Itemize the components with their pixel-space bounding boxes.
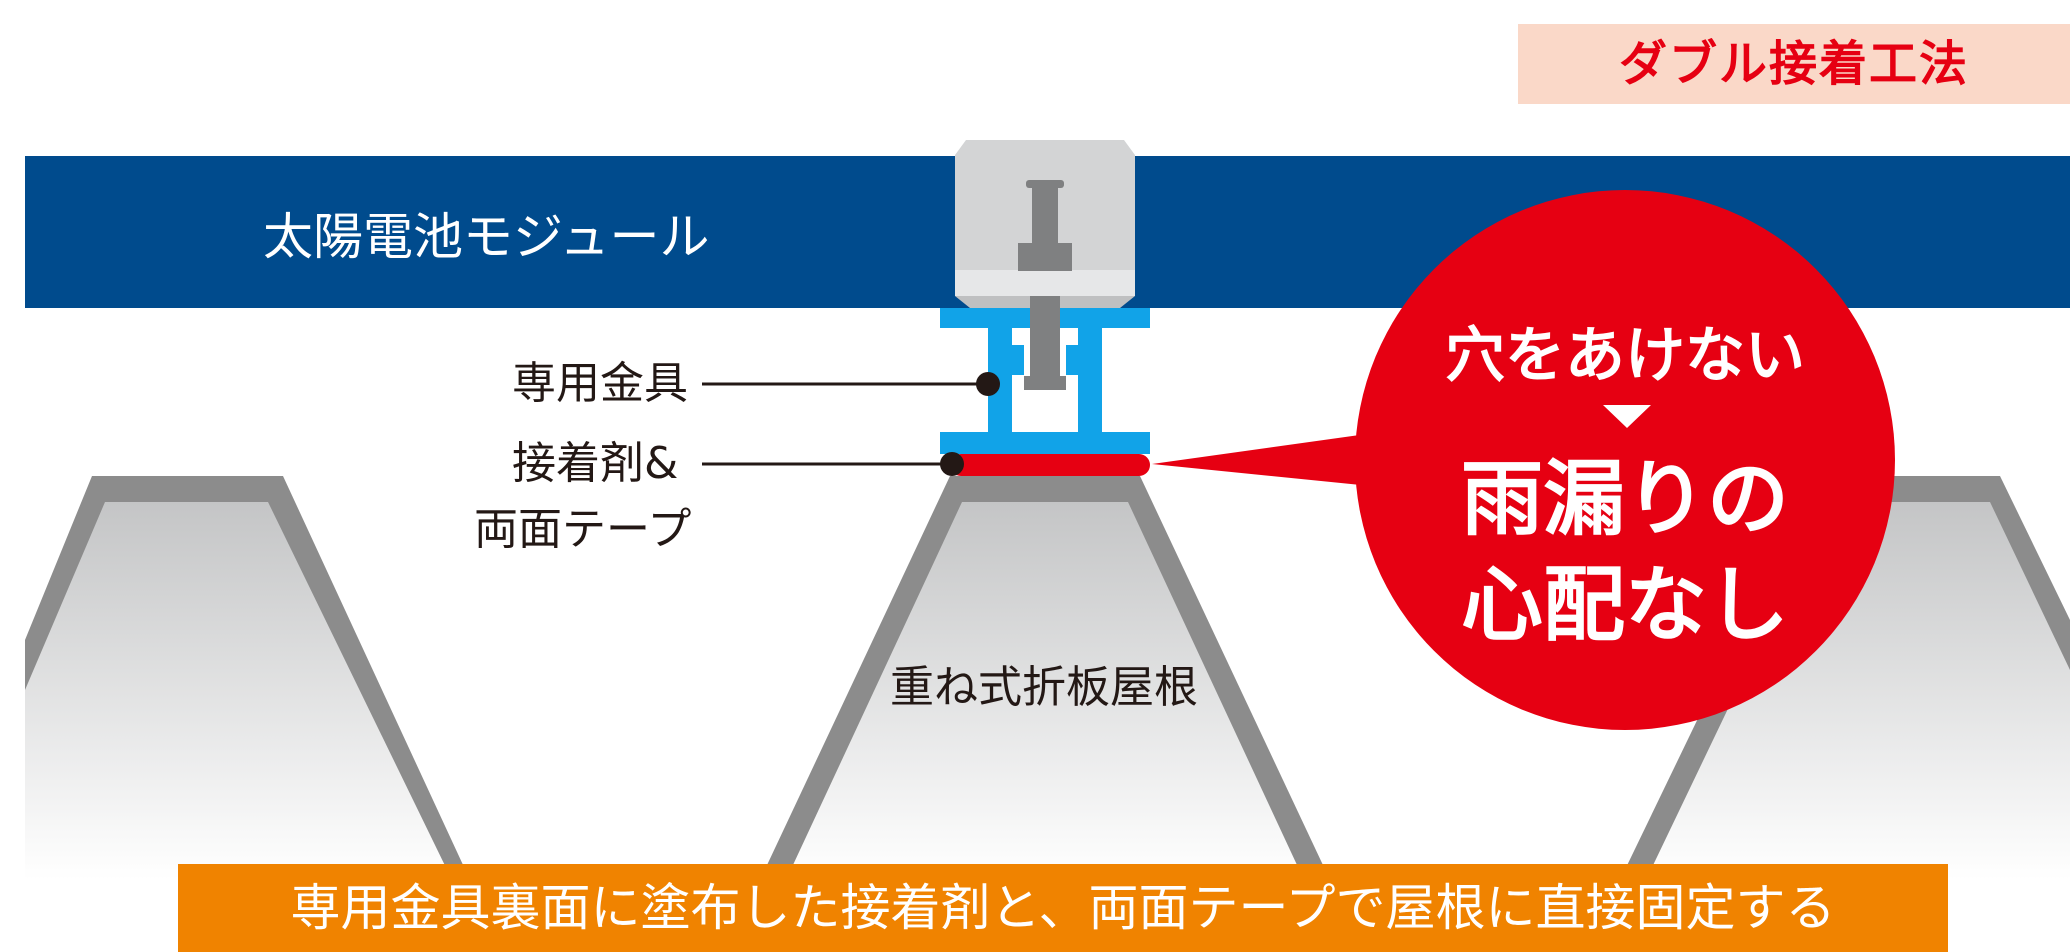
bracket-label: 専用金具 (512, 358, 688, 409)
description-banner: 専用金具裏面に塗布した接着剤と、両面テープで屋根に直接固定する (178, 864, 1948, 952)
adhesive-label-line1: 接着剤& (512, 438, 679, 489)
roof-panels (25, 476, 2070, 880)
leader-lines (702, 372, 1000, 476)
method-badge: ダブル接着工法 (1518, 24, 2070, 104)
callout-no-holes: 穴をあけない (1445, 321, 1805, 391)
callout-no-leak-line2: 心配なし (1460, 558, 1789, 653)
callout-bubble (1152, 190, 1895, 730)
adhesive-label-line2: 両面テープ (474, 504, 692, 555)
bolt (1018, 180, 1072, 390)
down-arrow-icon (1603, 405, 1651, 428)
roof-label: 重ね式折板屋根 (890, 662, 1198, 713)
callout-no-leak-line1: 雨漏りの (1460, 452, 1789, 547)
adhesive-tape (950, 454, 1150, 476)
solar-module-label: 太陽電池モジュール (263, 208, 710, 266)
